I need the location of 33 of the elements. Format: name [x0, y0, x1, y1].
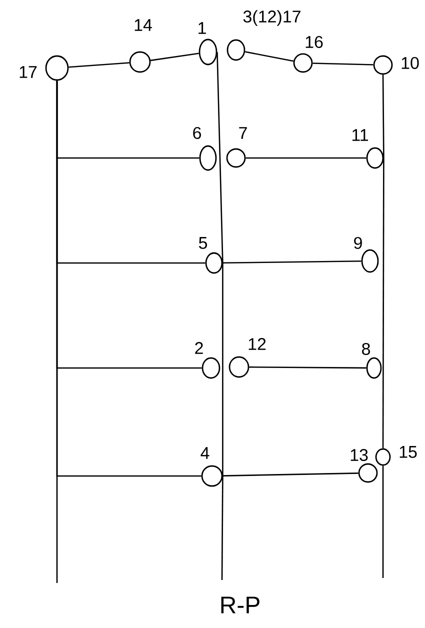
- line: [216, 52, 224, 263]
- number-label: 6: [193, 126, 201, 140]
- number-label: 4: [200, 447, 210, 459]
- line: [222, 472, 358, 476]
- line: [244, 51, 294, 62]
- number-label: 1: [198, 22, 206, 34]
- number-label: 17: [20, 66, 37, 78]
- line: [382, 158, 384, 448]
- number-label: 8: [362, 342, 370, 356]
- line: [221, 476, 224, 580]
- number-label: 2: [195, 342, 203, 354]
- line: [249, 366, 366, 369]
- number-label: 12: [248, 338, 266, 350]
- number-label: 14: [134, 19, 152, 31]
- number-label: 15: [400, 446, 417, 458]
- line: [246, 157, 366, 159]
- line: [222, 260, 362, 264]
- number-label: 11: [352, 129, 368, 141]
- number-label: 10: [402, 56, 419, 70]
- number-label: 5: [198, 237, 208, 249]
- number-label: 7: [239, 127, 247, 139]
- line: [56, 80, 58, 583]
- line: [68, 62, 130, 68]
- line: [150, 52, 199, 62]
- number-label: 16: [306, 36, 323, 48]
- line: [222, 263, 224, 476]
- number-label: 13: [350, 448, 368, 462]
- caption: R-P: [221, 596, 260, 614]
- line: [382, 74, 384, 158]
- line: [312, 62, 374, 66]
- line: [382, 466, 384, 578]
- number-label: 9: [354, 236, 362, 250]
- number-label: 3(12)17: [243, 10, 300, 26]
